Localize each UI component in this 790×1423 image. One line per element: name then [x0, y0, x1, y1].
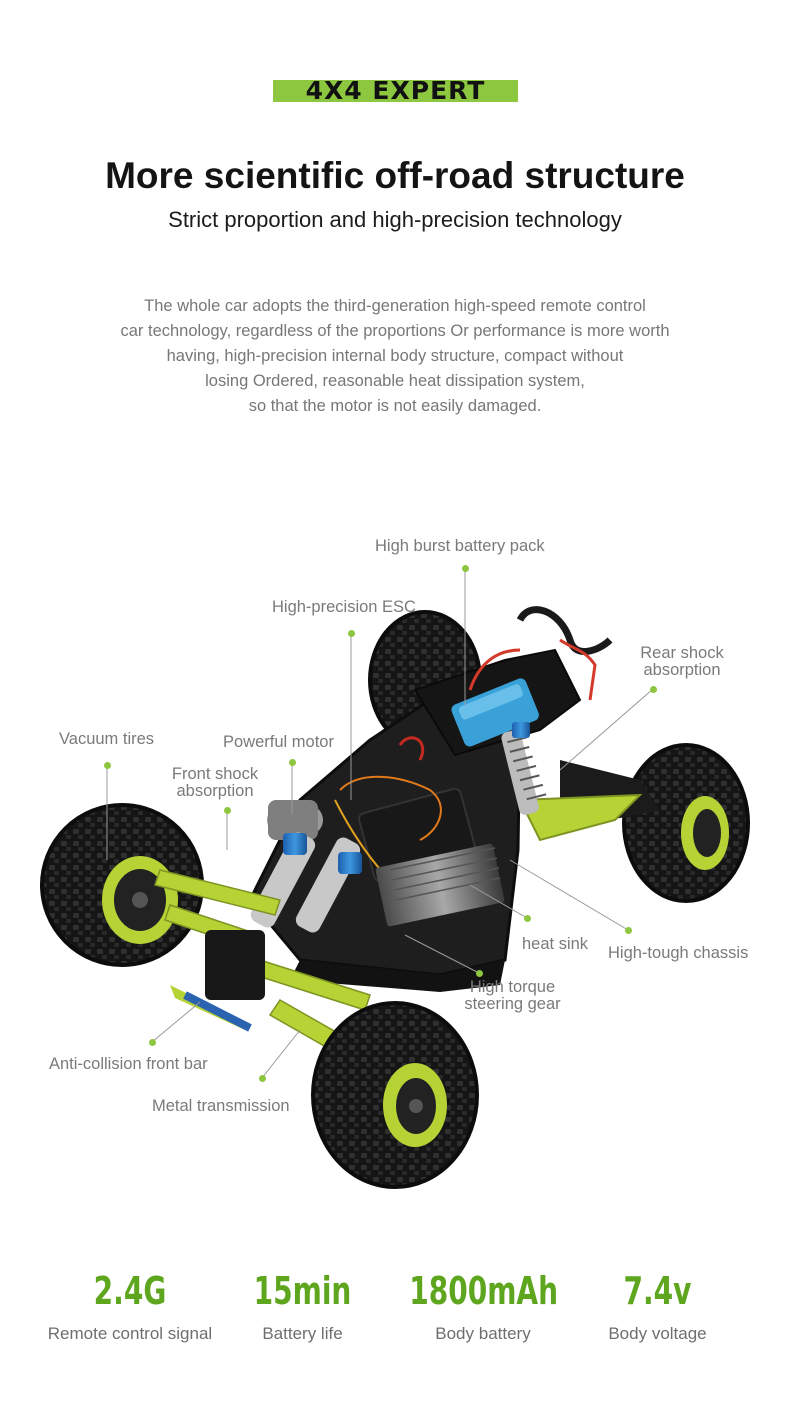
- callout-dot: [149, 1039, 156, 1046]
- callout-steering-line1: High torque: [469, 978, 556, 996]
- spec-battery-life: 15min Battery life: [215, 1268, 390, 1344]
- callout-battery-pack: High burst battery pack: [375, 537, 545, 555]
- callout-leader-lines: [106, 568, 654, 1079]
- callout-dot: [476, 970, 483, 977]
- callout-front-shock-line2: absorption: [176, 782, 254, 800]
- page-subtitle: Strict proportion and high-precision tec…: [168, 207, 622, 232]
- callout-dot: [259, 1075, 266, 1082]
- callout-chassis: High-tough chassis: [608, 944, 749, 962]
- callout-rear-shock: Rear shock absorption: [628, 645, 736, 679]
- anti-collision-front-bar: [170, 985, 252, 1032]
- description-line: so that the motor is not easily damaged.: [248, 397, 542, 415]
- callout-dot: [104, 762, 111, 769]
- callout-dot: [462, 565, 469, 572]
- description-line: car technology, regardless of the propor…: [120, 322, 670, 340]
- front-right-wheel: [311, 1001, 479, 1189]
- description-line: losing Ordered, reasonable heat dissipat…: [205, 372, 585, 390]
- spec-label: Body battery: [435, 1324, 531, 1343]
- rear-shock: [501, 722, 547, 815]
- callout-motor: Powerful motor: [223, 733, 334, 751]
- callout-rear-shock-line1: Rear shock: [640, 644, 724, 662]
- callout-esc: High-precision ESC: [272, 598, 416, 616]
- callout-vacuum-tires: Vacuum tires: [59, 730, 155, 748]
- spec-value: 2.4G: [93, 1269, 167, 1313]
- callout-dot: [224, 807, 231, 814]
- spec-body-battery: 1800mAh Body battery: [393, 1268, 573, 1344]
- callout-front-shock: Front shock absorption: [160, 766, 270, 800]
- spec-value: 15min: [253, 1269, 352, 1313]
- spec-value: 7.4v: [623, 1269, 692, 1313]
- callout-rear-shock-line2: absorption: [643, 661, 721, 679]
- spec-body-voltage: 7.4v Body voltage: [575, 1268, 740, 1344]
- callout-dot: [625, 927, 632, 934]
- callout-dot: [289, 759, 296, 766]
- callout-transmission: Metal transmission: [152, 1097, 290, 1115]
- description: The whole car adopts the third-generatio…: [80, 294, 710, 419]
- spec-signal: 2.4G Remote control signal: [30, 1268, 230, 1344]
- callout-dot: [524, 915, 531, 922]
- spec-label: Remote control signal: [47, 1324, 213, 1343]
- page-title: More scientific off-road structure: [105, 155, 685, 196]
- callout-front-bar: Anti-collision front bar: [49, 1055, 208, 1073]
- spec-label: Battery life: [262, 1324, 343, 1343]
- callout-dot: [650, 686, 657, 693]
- heat-sink: [375, 843, 505, 927]
- description-line: having, high-precision internal body str…: [166, 347, 624, 365]
- callout-heat-sink: heat sink: [522, 935, 589, 953]
- description-line: The whole car adopts the third-generatio…: [144, 297, 646, 315]
- spec-label: Body voltage: [608, 1324, 707, 1343]
- header-badge-text: 4X4 EXPERT: [305, 76, 486, 105]
- callout-steering-line2: steering gear: [464, 995, 561, 1013]
- callout-steering-gear: High torque steering gear: [455, 979, 570, 1013]
- callout-front-shock-line1: Front shock: [171, 765, 259, 783]
- callout-dot: [348, 630, 355, 637]
- header-badge: 4X4 EXPERT: [273, 76, 518, 105]
- rear-right-wheel: [622, 743, 750, 903]
- spec-value: 1800mAh: [409, 1269, 559, 1313]
